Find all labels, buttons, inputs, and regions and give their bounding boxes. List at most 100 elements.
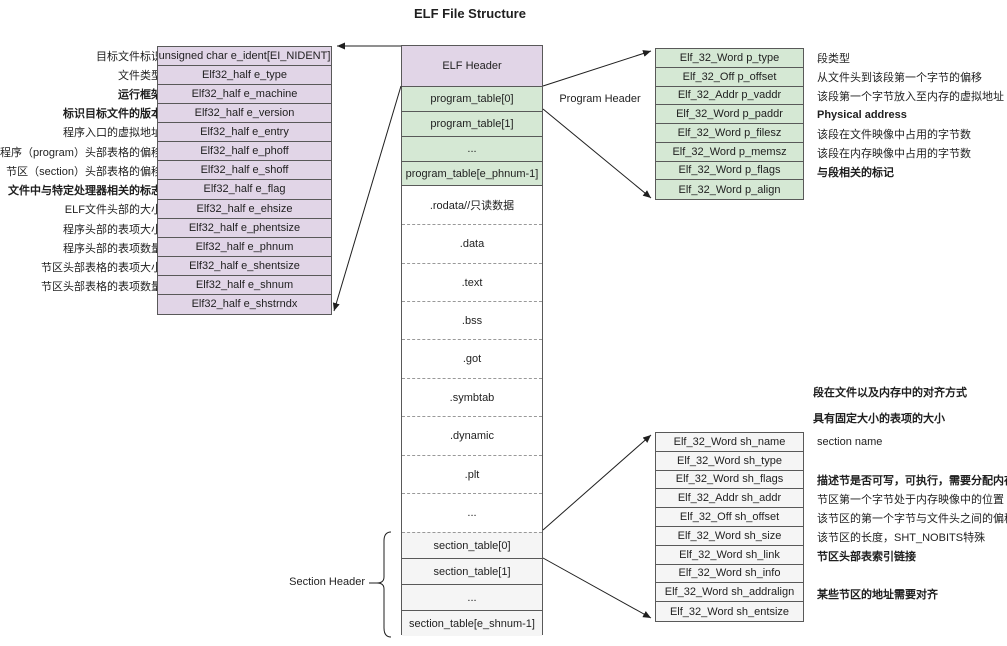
table-row: Elf32_half e_flag bbox=[158, 180, 331, 200]
section-row: .text bbox=[402, 263, 542, 301]
note: 与段相关的标记 bbox=[817, 166, 894, 179]
field-label: 目标文件标识 bbox=[95, 50, 162, 63]
table-row: unsigned char e_ident[EI_NIDENT] bbox=[158, 47, 331, 67]
table-row: Elf_32_Word sh_addralign bbox=[656, 583, 803, 603]
section-row: .bss bbox=[402, 301, 542, 339]
entsize-note: 具有固定大小的表项的大小 bbox=[813, 413, 945, 425]
field-label: 程序头部的表项数量 bbox=[62, 242, 162, 255]
table-row: Elf_32_Addr p_vaddr bbox=[656, 87, 803, 106]
program-header-group-label: Program Header bbox=[559, 93, 641, 105]
table-row: Elf_32_Word sh_name bbox=[656, 433, 803, 452]
note: 描述节是否可写，可执行，需要分配内存等 bbox=[817, 474, 1007, 487]
field-label: 节区（section）头部表格的偏移 bbox=[6, 165, 162, 178]
elf-file-layout-column: ELF Header program_table[0] program_tabl… bbox=[401, 45, 543, 636]
program-table-row: program_table[e_phnum-1] bbox=[402, 161, 542, 185]
section-row: .got bbox=[402, 339, 542, 378]
table-row: Elf32_half e_phoff bbox=[158, 142, 331, 162]
field-label: ELF文件头部的大小 bbox=[64, 204, 162, 217]
elf-header-fields-table: unsigned char e_ident[EI_NIDENT] Elf32_h… bbox=[157, 46, 332, 315]
field-label: 标识目标文件的版本 bbox=[62, 108, 162, 121]
note: section name bbox=[817, 435, 883, 448]
table-row: Elf_32_Word sh_type bbox=[656, 452, 803, 471]
section-row: .data bbox=[402, 224, 542, 263]
table-row: Elf_32_Off sh_offset bbox=[656, 508, 803, 527]
section-table-row: ... bbox=[402, 584, 542, 610]
section-row: .plt bbox=[402, 455, 542, 493]
table-row: Elf32_half e_entry bbox=[158, 123, 331, 143]
field-label: 节区头部表格的表项大小 bbox=[40, 261, 162, 274]
note: 该节区的第一个字节与文件头之间的偏移 bbox=[817, 512, 1007, 525]
table-row: Elf32_half e_machine bbox=[158, 85, 331, 105]
elf-header-field-labels: 目标文件标识 文件类型 运行框架 标识目标文件的版本 程序入口的虚拟地址 程序（… bbox=[0, 46, 162, 315]
section-header-brace bbox=[376, 531, 392, 638]
table-row: Elf_32_Word sh_flags bbox=[656, 471, 803, 490]
section-header-group-label: Section Header bbox=[289, 576, 365, 588]
section-row: .rodata//只读数据 bbox=[402, 185, 542, 224]
table-row: Elf_32_Word sh_info bbox=[656, 565, 803, 584]
section-table-row: section_table[1] bbox=[402, 558, 542, 584]
table-row: Elf_32_Word p_filesz bbox=[656, 124, 803, 143]
arrow-sectiontable-to-sh-top bbox=[542, 434, 652, 531]
note: 从文件头到该段第一个字节的偏移 bbox=[817, 71, 982, 84]
field-label: 程序头部的表项大小 bbox=[62, 223, 162, 236]
align-note: 段在文件以及内存中的对齐方式 bbox=[813, 387, 967, 399]
section-row: ... bbox=[402, 493, 542, 532]
section-table-row: section_table[0] bbox=[402, 532, 542, 558]
table-row: Elf32_half e_ehsize bbox=[158, 200, 331, 219]
note: 该段在内存映像中占用的字节数 bbox=[817, 147, 971, 160]
table-row: Elf_32_Word p_paddr bbox=[656, 105, 803, 124]
arrow-elfheader-to-fields-bottom bbox=[332, 85, 402, 312]
note: 该段在文件映像中占用的字节数 bbox=[817, 128, 971, 141]
table-row: Elf32_half e_phnum bbox=[158, 238, 331, 257]
field-label: 程序入口的虚拟地址 bbox=[62, 127, 162, 140]
arrow-sectiontable-to-sh-bottom bbox=[542, 557, 652, 619]
note bbox=[817, 451, 1007, 470]
table-row: Elf32_half e_shstrndx bbox=[191, 298, 298, 311]
section-row: .symbtab bbox=[402, 378, 542, 416]
note: Physical address bbox=[817, 108, 907, 121]
field-label: 程序（program）头部表格的偏移 bbox=[0, 146, 162, 159]
section-header-notes: section name 描述节是否可写，可执行，需要分配内存等 节区第一个字节… bbox=[817, 432, 1007, 622]
section-header-table: Elf_32_Word sh_name Elf_32_Word sh_type … bbox=[655, 432, 804, 622]
table-row: Elf_32_Word p_memsz bbox=[656, 143, 803, 162]
table-row: Elf32_half e_shnum bbox=[158, 276, 331, 295]
field-label: 文件类型 bbox=[117, 69, 162, 82]
arrow-programtable-to-ph-top bbox=[542, 50, 652, 87]
note: 该节区的长度，SHT_NOBITS特殊 bbox=[817, 531, 986, 544]
table-row: Elf_32_Word p_type bbox=[656, 49, 803, 68]
table-row: Elf32_half e_phentsize bbox=[158, 219, 331, 238]
field-label bbox=[0, 296, 162, 315]
note: 节区头部表索引链接 bbox=[817, 550, 916, 563]
page-title: ELF File Structure bbox=[414, 6, 526, 21]
table-row: Elf32_half e_version bbox=[158, 104, 331, 124]
field-label: 运行框架 bbox=[117, 89, 162, 102]
table-row: Elf_32_Word sh_entsize bbox=[669, 605, 790, 618]
table-row: Elf_32_Word sh_link bbox=[656, 546, 803, 565]
table-row: Elf32_half e_type bbox=[158, 66, 331, 86]
section-table-row: section_table[e_shnum-1] bbox=[402, 610, 542, 636]
table-row: Elf32_half e_shoff bbox=[158, 161, 331, 181]
note bbox=[817, 181, 1007, 200]
field-label: 节区头部表格的表项数量 bbox=[40, 281, 162, 294]
table-row: Elf_32_Addr sh_addr bbox=[656, 489, 803, 509]
note: 段类型 bbox=[817, 52, 850, 65]
table-row: Elf_32_Off p_offset bbox=[656, 68, 803, 87]
note bbox=[817, 603, 1007, 622]
table-row: Elf_32_Word p_align bbox=[678, 183, 781, 196]
note bbox=[817, 565, 1007, 584]
program-header-notes: 段类型 从文件头到该段第一个字节的偏移 该段第一个字节放入至内存的虚拟地址 Ph… bbox=[817, 48, 1007, 200]
table-row: Elf_32_Word sh_size bbox=[656, 527, 803, 546]
note: 某些节区的地址需要对齐 bbox=[817, 588, 938, 601]
arrow-programtable-to-ph-bottom bbox=[542, 108, 652, 199]
section-row: .dynamic bbox=[402, 416, 542, 455]
elf-header-block: ELF Header bbox=[402, 46, 542, 86]
program-header-table: Elf_32_Word p_type Elf_32_Off p_offset E… bbox=[655, 48, 804, 200]
field-label: 文件中与特定处理器相关的标志 bbox=[7, 185, 162, 198]
table-row: Elf_32_Word p_flags bbox=[656, 162, 803, 181]
program-table-row: ... bbox=[402, 136, 542, 161]
table-row: Elf32_half e_shentsize bbox=[158, 257, 331, 276]
note: 该段第一个字节放入至内存的虚拟地址 bbox=[817, 90, 1004, 103]
program-table-row: program_table[1] bbox=[402, 111, 542, 136]
note: 节区第一个字节处于内存映像中的位置 bbox=[817, 493, 1004, 506]
